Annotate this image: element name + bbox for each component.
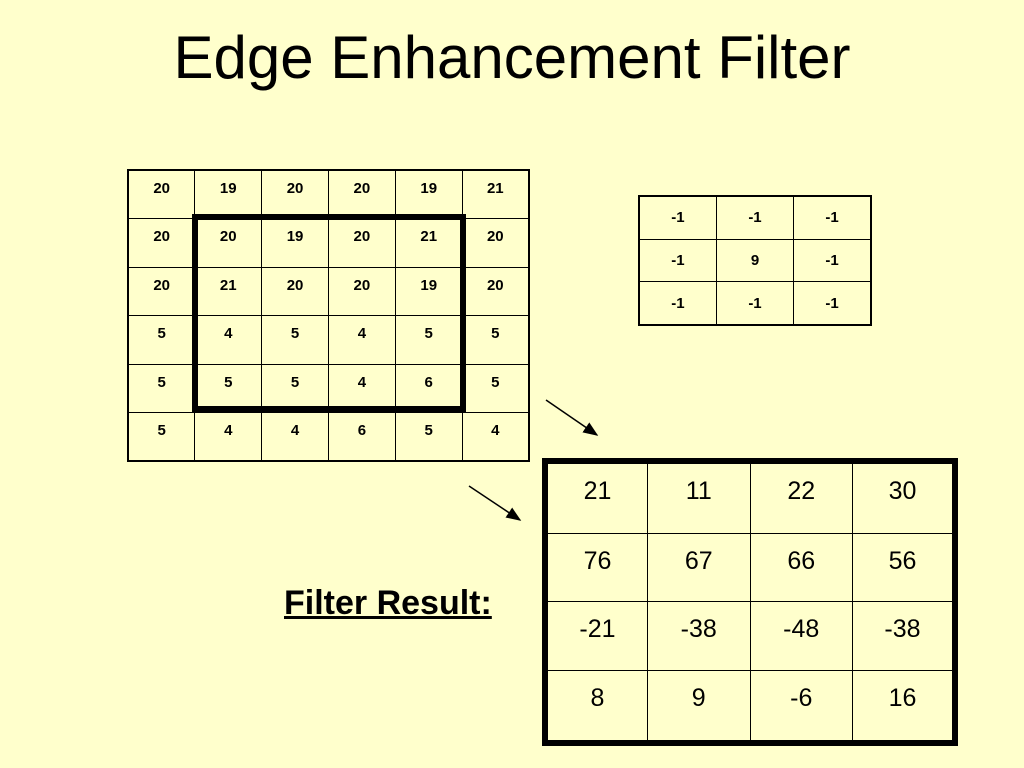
matrix-cell: 21 (461, 169, 530, 219)
matrix-cell: 9 (647, 669, 751, 744)
matrix-row: -21-38-48-38 (544, 601, 956, 671)
matrix-cell: 4 (261, 412, 329, 462)
matrix-cell: -48 (749, 601, 853, 671)
matrix-row: -1-1-1 (638, 281, 872, 326)
matrix-cell: 4 (327, 315, 396, 365)
matrix-cell: 19 (261, 218, 329, 268)
matrix-cell: -21 (544, 601, 648, 671)
matrix-cell: -1 (793, 195, 872, 240)
matrix-cell: -1 (793, 281, 872, 326)
matrix-cell: 20 (261, 169, 329, 219)
filter-result-label: Filter Result: (284, 584, 492, 622)
matrix-cell: 4 (461, 412, 530, 462)
matrix-cell: 22 (749, 460, 853, 534)
matrix-cell: 21 (544, 460, 648, 534)
matrix-cell: -38 (647, 601, 751, 671)
matrix-cell: 67 (647, 532, 751, 603)
matrix-row: -1-1-1 (638, 195, 872, 240)
matrix-cell: 20 (327, 218, 396, 268)
matrix-cell: -1 (715, 281, 795, 326)
matrix-cell: 5 (461, 315, 530, 365)
matrix-cell: 19 (394, 266, 463, 316)
matrix-cell: 66 (749, 532, 853, 603)
matrix-cell: -38 (852, 601, 956, 671)
matrix-cell: 4 (327, 363, 396, 413)
matrix-cell: 5 (261, 363, 329, 413)
matrix-cell: -6 (749, 669, 853, 744)
matrix-cell: 6 (327, 412, 396, 462)
matrix-cell: 11 (647, 460, 751, 534)
matrix-cell: 30 (852, 460, 956, 534)
matrix-cell: 20 (261, 266, 329, 316)
matrix-cell: -1 (638, 281, 717, 326)
matrix-cell: 5 (127, 315, 196, 365)
arrow-to-result (545, 399, 599, 436)
arrow-to-result (468, 485, 522, 521)
matrix-cell: 16 (852, 669, 956, 744)
matrix-cell: 76 (544, 532, 648, 603)
matrix-cell: 56 (852, 532, 956, 603)
matrix-cell: 4 (194, 412, 263, 462)
matrix-cell: 8 (544, 669, 648, 744)
page-title: Edge Enhancement Filter (173, 24, 851, 91)
matrix-cell: -1 (638, 195, 717, 240)
matrix-cell: 20 (461, 266, 530, 316)
matrix-cell: -1 (715, 195, 795, 240)
matrix-cell: 5 (127, 412, 196, 462)
matrix-cell: 4 (194, 315, 263, 365)
